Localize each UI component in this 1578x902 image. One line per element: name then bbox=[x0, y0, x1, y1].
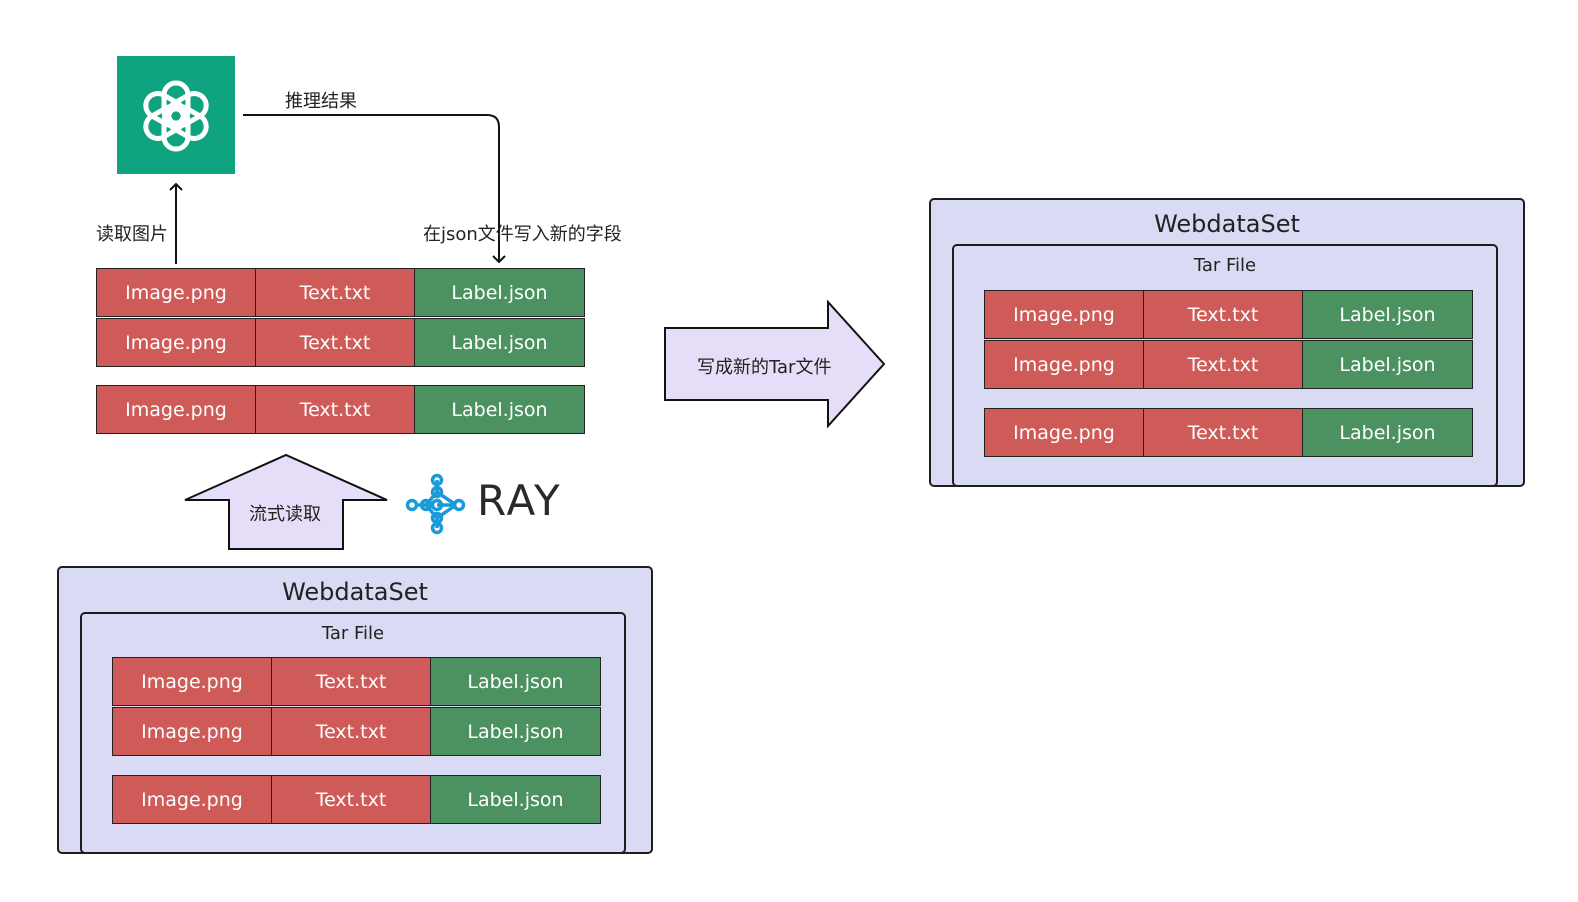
text-file-cell: Text.txt bbox=[271, 775, 431, 824]
label-file-cell: Label.json bbox=[414, 318, 585, 367]
text-file-cell: Text.txt bbox=[255, 268, 415, 317]
inference-result-arrow bbox=[243, 114, 506, 264]
image-file-cell: Image.png bbox=[96, 318, 256, 367]
image-file-cell: Image.png bbox=[984, 408, 1144, 457]
label-file-cell: Label.json bbox=[1302, 340, 1473, 389]
text-file-cell: Text.txt bbox=[255, 385, 415, 434]
image-file-cell: Image.png bbox=[112, 775, 272, 824]
label-file-cell: Label.json bbox=[1302, 408, 1473, 457]
stream-read-arrow bbox=[184, 453, 388, 550]
label-file-cell: Label.json bbox=[430, 657, 601, 706]
ray-wordmark: RAY bbox=[477, 476, 562, 525]
text-file-cell: Text.txt bbox=[1143, 408, 1303, 457]
image-file-cell: Image.png bbox=[984, 340, 1144, 389]
label-file-cell: Label.json bbox=[430, 775, 601, 824]
source-webdataset-title: WebdataSet bbox=[282, 578, 428, 606]
image-file-cell: Image.png bbox=[984, 290, 1144, 339]
write-tar-label: 写成新的Tar文件 bbox=[697, 357, 832, 378]
image-file-cell: Image.png bbox=[96, 268, 256, 317]
label-file-cell: Label.json bbox=[414, 268, 585, 317]
image-file-cell: Image.png bbox=[112, 657, 272, 706]
openai-logo bbox=[117, 56, 235, 174]
inference-result-label: 推理结果 bbox=[285, 91, 357, 112]
text-file-cell: Text.txt bbox=[271, 657, 431, 706]
openai-knot-icon bbox=[143, 80, 209, 152]
stream-read-label: 流式读取 bbox=[249, 504, 321, 525]
output-webdataset-title: WebdataSet bbox=[1154, 210, 1300, 238]
text-file-cell: Text.txt bbox=[271, 707, 431, 756]
text-file-cell: Text.txt bbox=[1143, 340, 1303, 389]
image-file-cell: Image.png bbox=[112, 707, 272, 756]
label-file-cell: Label.json bbox=[414, 385, 585, 434]
text-file-cell: Text.txt bbox=[255, 318, 415, 367]
label-file-cell: Label.json bbox=[1302, 290, 1473, 339]
source-tar-file-title: Tar File bbox=[321, 623, 385, 644]
write-field-label: 在json文件写入新的字段 bbox=[423, 224, 622, 245]
text-file-cell: Text.txt bbox=[1143, 290, 1303, 339]
output-tar-file-title: Tar File bbox=[1193, 255, 1257, 276]
write-tar-arrow bbox=[664, 299, 886, 429]
label-file-cell: Label.json bbox=[430, 707, 601, 756]
ray-network-icon bbox=[405, 473, 466, 535]
image-file-cell: Image.png bbox=[96, 385, 256, 434]
read-image-label: 读取图片 bbox=[96, 224, 168, 245]
